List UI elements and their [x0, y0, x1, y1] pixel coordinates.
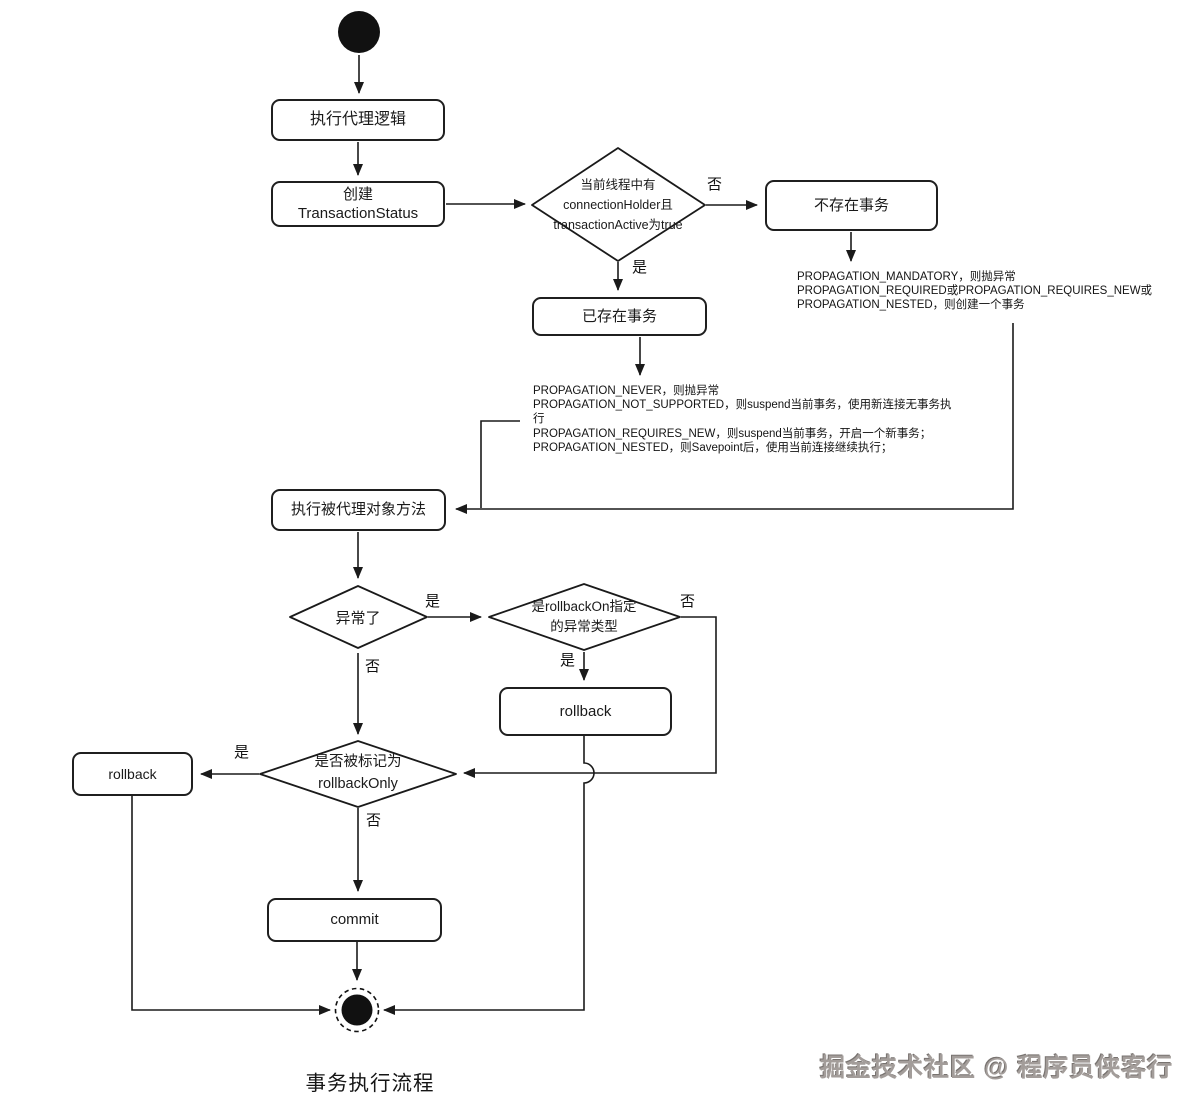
edge-label-no-exception: 否	[365, 658, 381, 675]
process-create-transaction-status: 创建 TransactionStatus	[271, 181, 445, 227]
edge-label-no-rollback-only: 否	[366, 812, 382, 829]
edge-rollbackon-no	[463, 616, 717, 778]
diagram-title: 事务执行流程	[305, 1072, 435, 1095]
process-no-transaction: 不存在事务	[765, 180, 938, 231]
watermark-text: 掘金技术社区 @ 程序员侠客行	[820, 1054, 1174, 1082]
edge-label-no-conn: 否	[707, 176, 723, 193]
edge-rollback-a-to-end	[383, 736, 595, 1015]
edge-label-yes-conn: 是	[632, 259, 648, 276]
decision-rollback-on	[488, 583, 681, 651]
process-rollback-left: rollback	[72, 752, 193, 796]
edge-rollback-b-to-end	[131, 796, 331, 1015]
edge-label-yes-rollback-on: 是	[560, 652, 576, 669]
note-existing-transaction-propagation: PROPAGATION_NEVER，则抛异常 PROPAGATION_NOT_S…	[533, 385, 952, 454]
edge-label-yes-rollback-only: 是	[234, 744, 250, 761]
edge-label-yes-exception: 是	[425, 593, 441, 610]
process-commit: commit	[267, 898, 442, 942]
edge-leftnote-elbow	[480, 420, 520, 508]
decision-exception	[289, 585, 428, 649]
start-node	[338, 11, 380, 53]
process-proxy-logic: 执行代理逻辑	[271, 99, 445, 141]
edge-label-no-rollback-on: 否	[680, 593, 696, 610]
decision-rollback-only	[259, 740, 457, 808]
process-invoke-target-method: 执行被代理对象方法	[271, 489, 446, 531]
process-rollback-right: rollback	[499, 687, 672, 736]
end-node	[341, 994, 373, 1026]
decision-conn-check	[531, 147, 706, 262]
process-existing-transaction: 已存在事务	[532, 297, 707, 336]
note-no-transaction-propagation: PROPAGATION_MANDATORY，则抛异常 PROPAGATION_R…	[797, 271, 1153, 312]
edge-rightnote-to-invoke	[455, 323, 1014, 514]
